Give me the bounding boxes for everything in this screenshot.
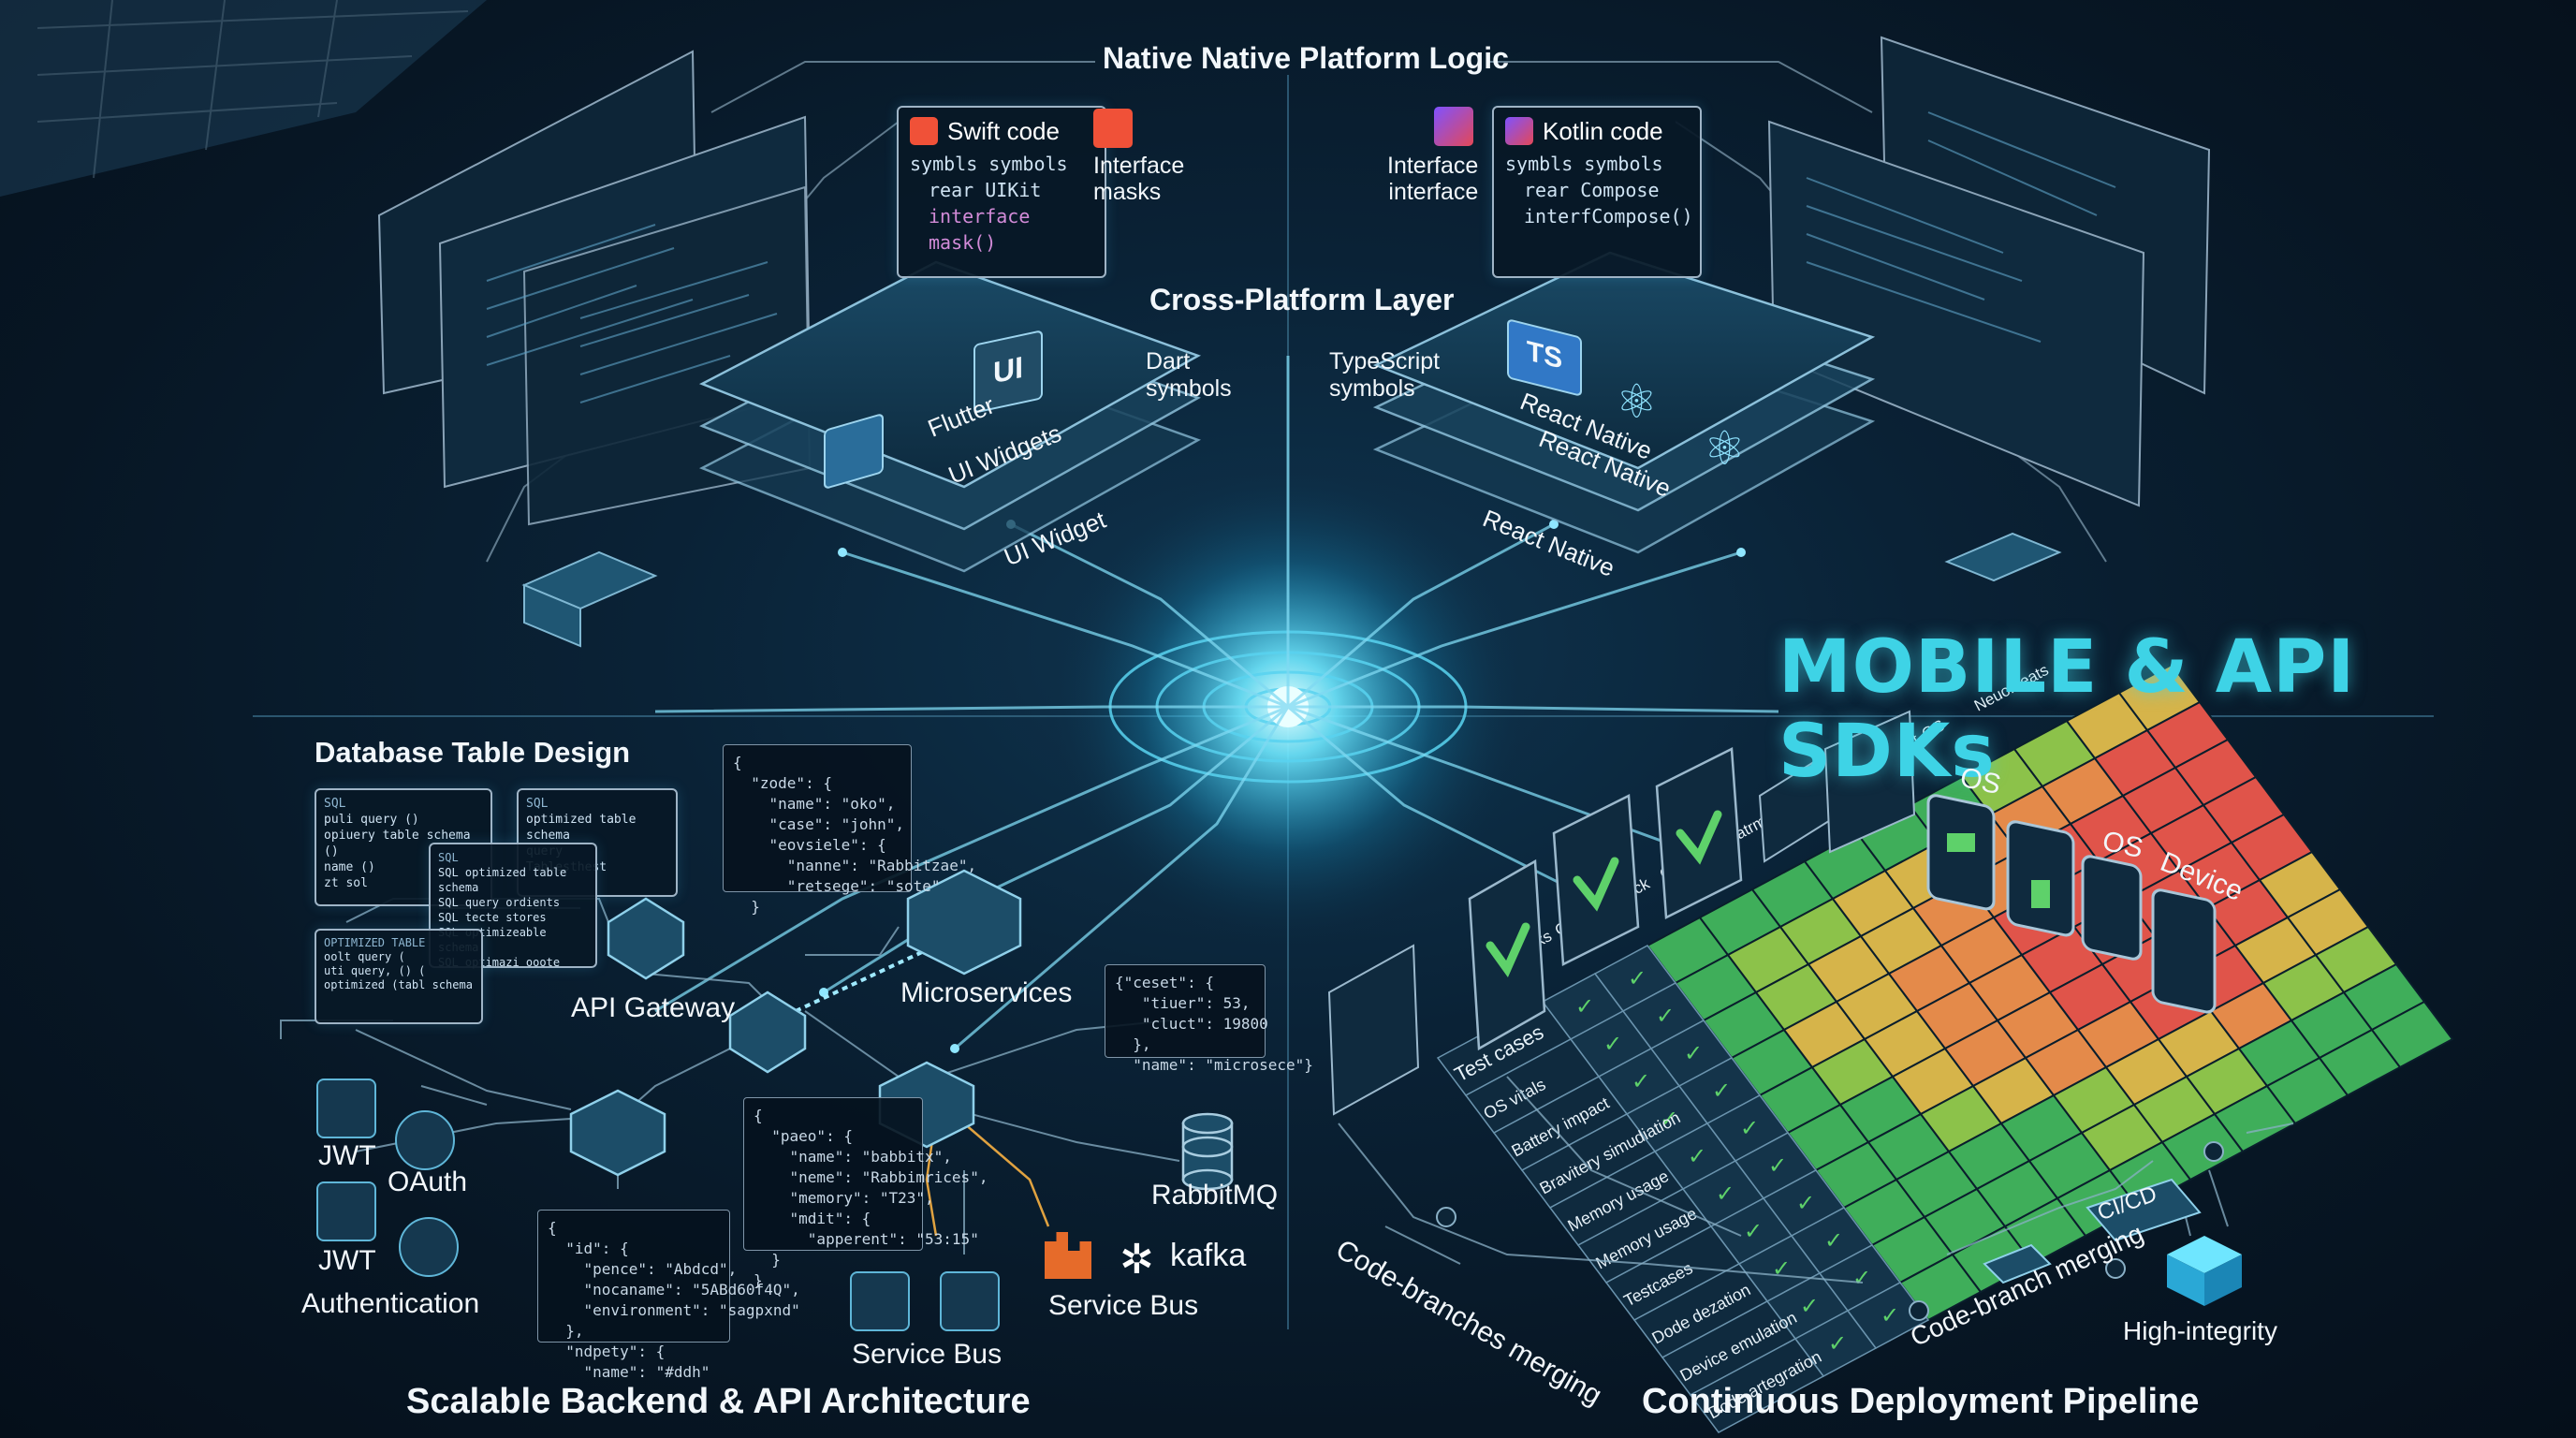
service-bus-label-1: Service Bus [1048, 1290, 1199, 1321]
check-icon: ✓ [1768, 1152, 1787, 1179]
json-card-4: { "id": { "pence": "Abdcd", "nocaname": … [537, 1210, 800, 1381]
device-icons [1926, 794, 2217, 1014]
check-icon: ✓ [1684, 1040, 1703, 1066]
grid-check-cell [1846, 1282, 1930, 1349]
kotlin-icon [1505, 117, 1533, 145]
check-icon: ✓ [1656, 1003, 1675, 1029]
swift-line-3: rear UIKit [929, 179, 1042, 201]
service-bus-label-2: Service Bus [852, 1339, 1003, 1370]
kotlin-line-3: rear Compose [1524, 179, 1660, 201]
check-icon: ✓ [1716, 1181, 1734, 1207]
high-integrity-label: High-integrity [2123, 1316, 2277, 1345]
check-icon: ✓ [1824, 1227, 1843, 1254]
section-backend-title: Scalable Backend & API Architecture [406, 1382, 1031, 1421]
authentication-label: Authentication [301, 1288, 480, 1319]
section-pipeline-title: Continuous Deployment Pipeline [1642, 1382, 2200, 1421]
react-atom-icon-2: ⚛ [1704, 422, 1746, 475]
section-database-title: Database Table Design [315, 736, 631, 769]
sql-card-3-line-1: SQL query ordients [438, 896, 561, 909]
sql-card-4-line-0: oolt query ( [324, 950, 405, 963]
sql-card-1-line-5: zt sol [324, 876, 368, 890]
sql-card-2-title: SQL [526, 797, 549, 811]
grid-cell [2370, 1000, 2454, 1069]
kotlin-logo-icon [1434, 107, 1473, 146]
check-icon: ✓ [1881, 1302, 1899, 1328]
kotlin-card-title: Kotlin code [1543, 117, 1663, 145]
swift-logo-icon [1093, 109, 1133, 148]
ts-symbols-label: TypeScript symbols [1329, 348, 1441, 402]
check-icon: ✓ [1740, 1115, 1759, 1141]
check-icon: ✓ [1603, 1031, 1622, 1057]
api-gateway-label: API Gateway [571, 992, 736, 1023]
main-title: MOBILE & API SDKs [1778, 625, 2356, 794]
check-icon: ✓ [1575, 993, 1594, 1020]
json-card-1: { "zode": { "name": "oko", "case": "john… [723, 744, 976, 916]
kotlin-line-0: symbls symbols [1505, 153, 1663, 175]
sql-card-4-title: OPTIMIZED TABLE [324, 936, 426, 949]
auth-icon [399, 1217, 459, 1277]
swift-icon [910, 117, 938, 145]
rabbitmq-db-icon [1181, 1112, 1234, 1191]
check-icon: ✓ [1772, 1255, 1791, 1282]
swift-line-5: interface mask() [929, 205, 1031, 254]
sql-card-4-line-3: optimized (tabl schema [324, 978, 473, 991]
sql-card-3: SQL SQL optimized table schema SQL query… [429, 843, 597, 969]
sql-card-1-line-2: name () [324, 860, 375, 874]
check-icon: ✓ [1852, 1265, 1871, 1291]
react-atom-icon: ⚛ [1616, 375, 1658, 428]
sql-card-3-line-2: SQL tecte stores [438, 911, 547, 924]
backend-nodes [569, 869, 1022, 1177]
jwt-icon-1 [316, 1078, 376, 1138]
jwt-icon-2 [316, 1181, 376, 1241]
check-icon: ✓ [1712, 1078, 1731, 1104]
sql-card-4: OPTIMIZED TABLE oolt query ( uti query, … [315, 929, 483, 1024]
check-icon: ✓ [1796, 1190, 1815, 1216]
check-icon: ✓ [1744, 1218, 1763, 1244]
sql-card-1-line-1: opiuery table schema () [324, 829, 471, 858]
oauth-label: OAuth [388, 1167, 468, 1197]
sql-card-3-line-0: SQL optimized table schema [438, 866, 567, 894]
swift-code-card: Swift code symbls symbols rear UIKit int… [897, 106, 1106, 278]
interface-masks-label: Interface masks [1093, 153, 1185, 205]
json-card-3: { "paeo": { "name": "babbitx", "neme": "… [743, 1097, 988, 1289]
oauth-icon [395, 1110, 455, 1170]
check-icon: ✓ [1660, 1106, 1678, 1132]
service-bus-node-icon-2 [940, 1271, 1000, 1331]
check-panels [1468, 747, 1743, 1051]
jwt-label-2: JWT [318, 1245, 376, 1276]
kotlin-code-card: Kotlin code symbls symbols rear Compose … [1492, 106, 1702, 278]
rabbitmq-label: RabbitMQ [1151, 1180, 1279, 1211]
grid-row-header-cell [1689, 1338, 1825, 1433]
sql-card-1-title: SQL [324, 797, 346, 811]
check-icon: ✓ [1628, 965, 1647, 991]
right-code-windows [1767, 36, 2211, 507]
swift-line-0: symbls symbols [910, 153, 1068, 175]
kotlin-line-5: interfCompose() [1524, 205, 1693, 227]
sql-card-1-line-0: puli query () [324, 813, 419, 827]
sql-card-3-title: SQL [438, 851, 459, 864]
sql-card-4-line-1: uti query, () ( [324, 964, 426, 977]
corner-window [0, 0, 487, 197]
check-icon: ✓ [1800, 1293, 1819, 1319]
interface-interface-label: Interface interface [1387, 153, 1479, 205]
high-integrity-cube-icon [2167, 1236, 2242, 1306]
sql-card-2-line-1: optimized table schema [526, 813, 637, 843]
react-layers [1372, 251, 1876, 554]
swift-card-title: Swift code [947, 117, 1060, 145]
service-bus-node-icon-1 [850, 1271, 910, 1331]
microservices-label: Microservices [900, 977, 1073, 1008]
dart-symbols-label: Dart symbols [1146, 348, 1232, 402]
json-card-2: {"ceset": { "tiuer": 53, "cluct": 19800 … [1105, 964, 1313, 1074]
jwt-label-1: JWT [318, 1140, 376, 1171]
kafka-label: kafka [1170, 1238, 1247, 1273]
check-icon: ✓ [1632, 1068, 1650, 1094]
check-icon: ✓ [1688, 1143, 1706, 1169]
kafka-icon: ✲ [1120, 1237, 1154, 1283]
check-icon: ✓ [1828, 1330, 1847, 1357]
section-native-title: Native Native Platform Logic [1103, 41, 1509, 75]
section-cross-title: Cross-Platform Layer [1149, 283, 1455, 316]
